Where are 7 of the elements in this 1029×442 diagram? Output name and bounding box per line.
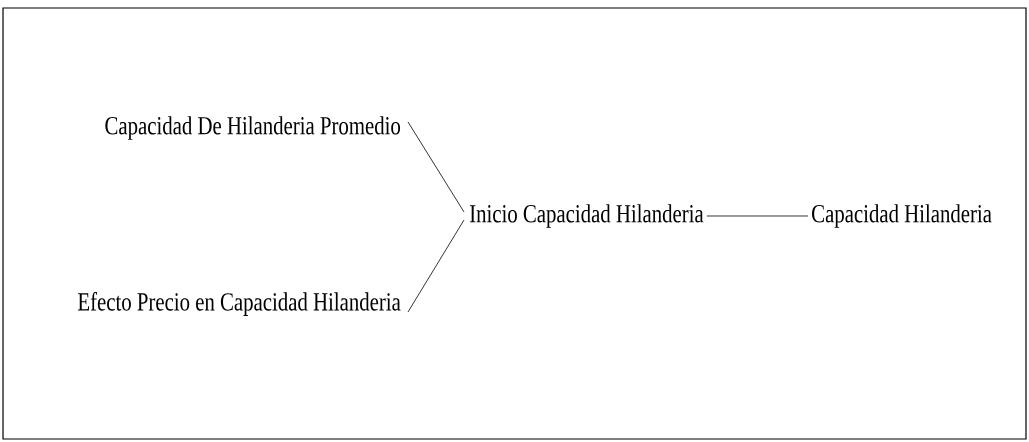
node-label: Capacidad Hilanderia <box>812 204 992 228</box>
node-label: Inicio Capacidad Hilanderia <box>469 204 704 228</box>
connector-line <box>407 121 465 213</box>
node-label: Efecto Precio en Capacidad Hilanderia <box>78 292 401 316</box>
node-label: Capacidad De Hilanderia Promedio <box>105 116 400 140</box>
connector-line <box>407 219 465 313</box>
connector-line <box>706 215 809 217</box>
